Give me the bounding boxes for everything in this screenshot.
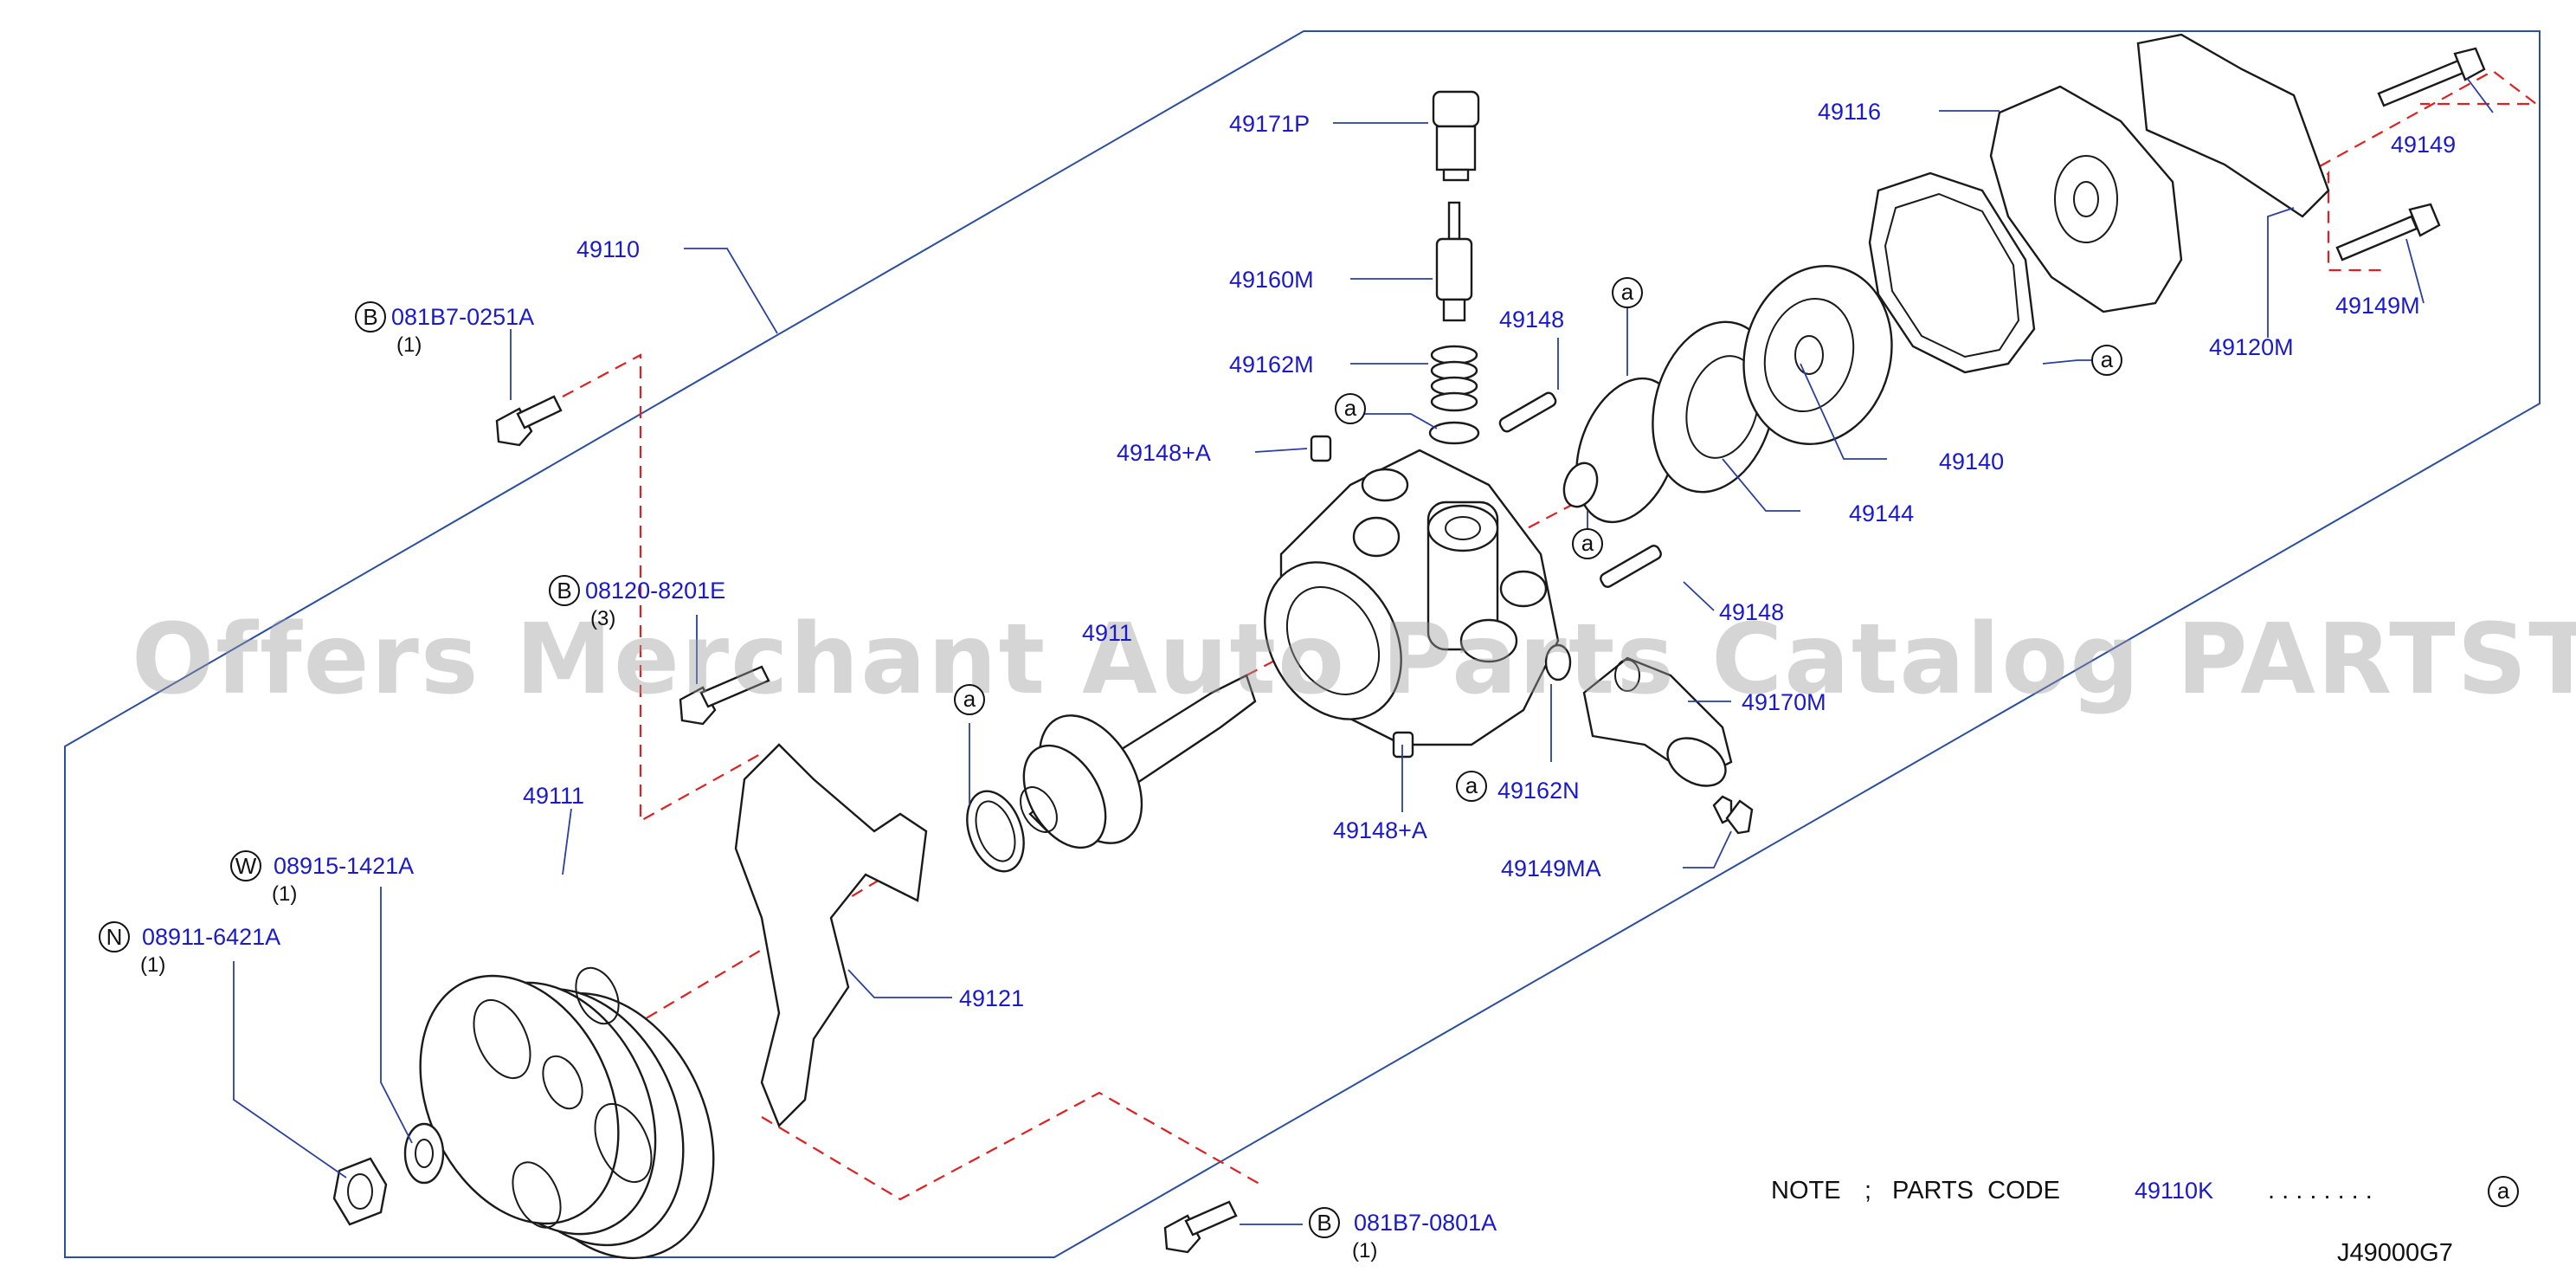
- label-49111[interactable]: 49111: [523, 783, 584, 809]
- snap-ring: [966, 790, 1025, 873]
- label-49170M[interactable]: 49170M: [1742, 689, 1826, 715]
- ref-marker-4: a: [2091, 345, 2122, 376]
- label-49149[interactable]: 49149: [2391, 132, 2456, 158]
- svg-text:(1): (1): [140, 953, 165, 977]
- label-49148A-bottom[interactable]: 49148+A: [1333, 817, 1427, 843]
- pin-49148-mid: [1600, 545, 1662, 588]
- nut: [332, 1157, 388, 1226]
- callout-08120-8201E[interactable]: B 08120-8201E (3): [549, 575, 725, 630]
- pump-housing: [1264, 449, 1560, 746]
- note-code: 49110K: [2135, 1178, 2213, 1204]
- callout-081B7-0251A[interactable]: B 081B7-0251A (1): [355, 301, 534, 357]
- bolt-081B7-0801A: [1163, 1200, 1238, 1254]
- svg-text:a: a: [963, 686, 976, 712]
- note-text: PARTS CODE: [1892, 1177, 2060, 1204]
- leader-lines: [233, 77, 2494, 1225]
- dashed-path-top: [2319, 69, 2540, 167]
- ref-marker-2: a: [1612, 277, 1643, 308]
- svg-text:B: B: [1317, 1210, 1331, 1236]
- bracket-49121: [734, 743, 928, 1128]
- ref-marker-3: a: [1572, 528, 1603, 559]
- spring-49162M: [1430, 345, 1478, 412]
- watermark: Offers Merchant Auto Parts Catalog PARTS…: [132, 604, 2576, 716]
- connector-49170M: [1582, 656, 1733, 787]
- note-dots: . . . . . . . .: [2268, 1177, 2373, 1204]
- svg-text:(1): (1): [396, 333, 422, 357]
- assembly-boundary: [64, 30, 2541, 1258]
- ref-marker-1: a: [1335, 393, 1366, 424]
- cover-49116: [1989, 85, 2183, 313]
- svg-text:(1): (1): [1352, 1239, 1377, 1262]
- svg-text:(1): (1): [272, 882, 297, 906]
- callout-081B7-0801A[interactable]: B 081B7-0801A (1): [1309, 1207, 1497, 1262]
- pump-shaft: [1020, 674, 1257, 849]
- dashed-path-bolt1: [562, 353, 763, 823]
- label-49162M[interactable]: 49162M: [1229, 352, 1314, 378]
- note-label: NOTE: [1771, 1177, 1841, 1204]
- label-49121[interactable]: 49121: [959, 985, 1024, 1011]
- ref-marker-5: a: [954, 684, 985, 715]
- callout-08915-1421A[interactable]: W 08915-1421A (1): [230, 850, 414, 906]
- parts-code-note: NOTE ; PARTS CODE 49110K . . . . . . . .…: [1771, 1176, 2519, 1207]
- label-49116[interactable]: 49116: [1818, 99, 1881, 125]
- label-49120M[interactable]: 49120M: [2209, 334, 2294, 360]
- plug-49148A-bottom: [1392, 731, 1414, 759]
- label-49144[interactable]: 49144: [1849, 500, 1914, 526]
- leader-49110: [684, 248, 778, 334]
- pin-49148-top: [1498, 391, 1557, 433]
- svg-text:a: a: [1344, 395, 1357, 421]
- bolt-08120-8201E: [679, 665, 770, 726]
- callout-08911-6421A[interactable]: N 08911-6421A (1): [99, 921, 280, 977]
- svg-text:(3): (3): [590, 607, 615, 630]
- label-49149MA[interactable]: 49149MA: [1501, 856, 1601, 881]
- label-49148A-top[interactable]: 49148+A: [1117, 440, 1211, 466]
- svg-text:N: N: [106, 924, 123, 950]
- gasket: [1868, 171, 2036, 374]
- svg-text:B: B: [363, 304, 377, 330]
- svg-text:B: B: [557, 578, 571, 604]
- svg-text:08120-8201E: 08120-8201E: [585, 578, 725, 604]
- svg-text:081B7-0801A: 081B7-0801A: [1354, 1210, 1497, 1236]
- plug-49148A-top: [1310, 435, 1332, 462]
- svg-text:a: a: [1621, 279, 1634, 305]
- dashed-path-bolt3: [761, 1091, 1265, 1201]
- bolt-49149: [2377, 47, 2486, 107]
- ref-marker-6: a: [1456, 771, 1487, 802]
- svg-text:a: a: [1581, 530, 1594, 556]
- label-49171P[interactable]: 49171P: [1229, 111, 1310, 137]
- drawing-id: J49000G7: [2337, 1239, 2453, 1267]
- label-49160M[interactable]: 49160M: [1229, 267, 1314, 293]
- bracket-49120M: [2136, 33, 2330, 218]
- svg-text:08911-6421A: 08911-6421A: [142, 924, 280, 950]
- bolt-081B7-0251A: [495, 395, 563, 447]
- svg-text:a: a: [1465, 772, 1478, 798]
- label-49162N[interactable]: 49162N: [1497, 778, 1580, 804]
- label-49110[interactable]: 49110: [576, 236, 640, 262]
- label-49140[interactable]: 49140: [1939, 449, 2004, 475]
- label-49148-mid[interactable]: 49148: [1719, 599, 1784, 625]
- note-ref: a: [2497, 1178, 2510, 1204]
- pulley-49111: [419, 966, 715, 1260]
- svg-text:W: W: [235, 853, 257, 879]
- hidden-label-fragment: 4911: [1082, 620, 1132, 646]
- note-separator: ;: [1864, 1177, 1871, 1204]
- connector-49171P: [1432, 90, 1480, 182]
- bolt-49149MA: [1712, 795, 1754, 835]
- o-ring-top: [1428, 421, 1480, 445]
- svg-text:08915-1421A: 08915-1421A: [274, 853, 414, 879]
- bolt-49149M: [2335, 203, 2441, 262]
- svg-text:a: a: [2101, 346, 2114, 372]
- label-49149M[interactable]: 49149M: [2335, 293, 2420, 319]
- svg-text:081B7-0251A: 081B7-0251A: [391, 304, 534, 330]
- valve-49160M: [1435, 201, 1473, 322]
- label-49148-top[interactable]: 49148: [1499, 307, 1564, 333]
- o-ring-small: [1562, 462, 1599, 508]
- rotor-49140: [1742, 265, 1893, 445]
- o-ring-49162N: [1544, 643, 1572, 681]
- washer: [403, 1122, 445, 1185]
